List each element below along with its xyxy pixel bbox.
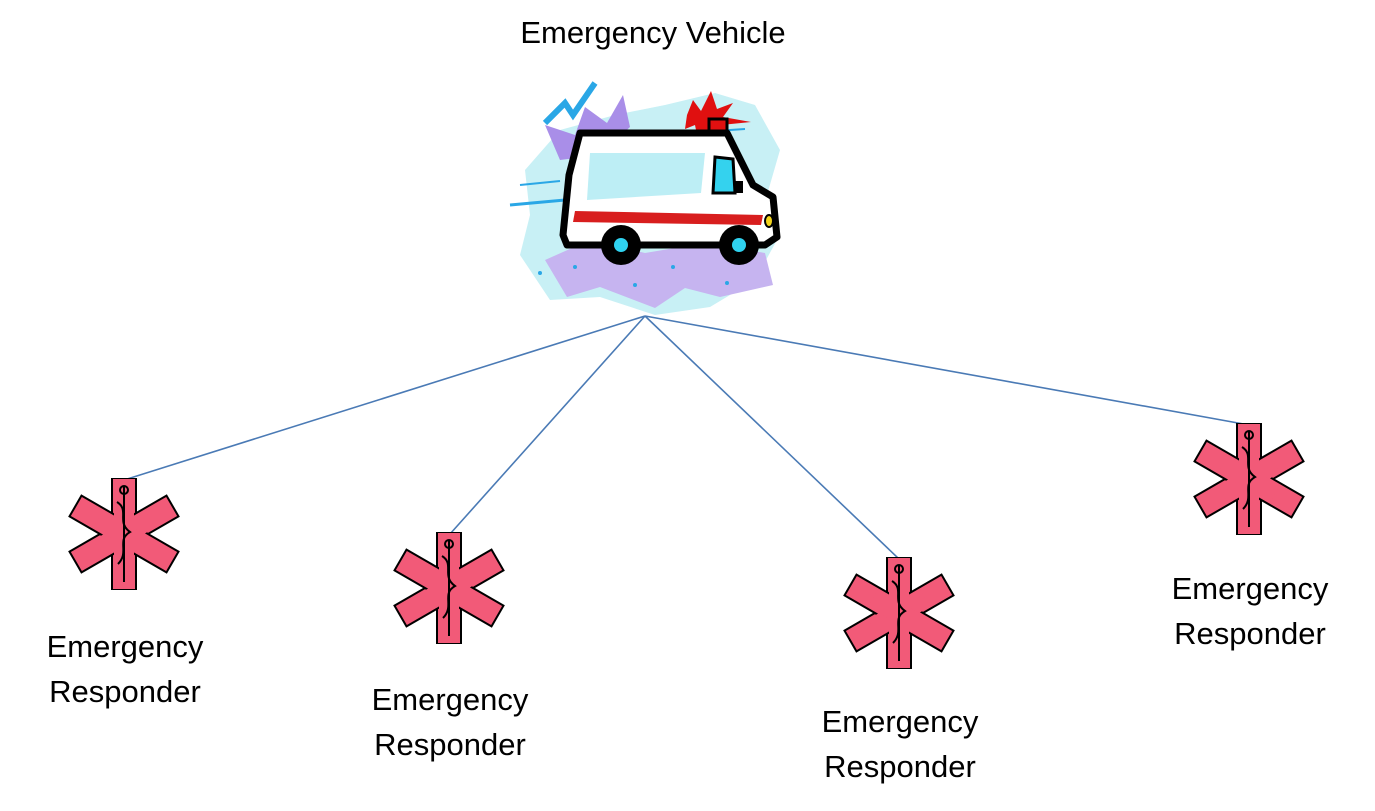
star-of-life-icon — [68, 478, 180, 590]
star-of-life-icon — [1193, 423, 1305, 535]
responder-label-line: Emergency — [46, 629, 204, 664]
ambulance-icon — [509, 81, 781, 315]
connector-line-1 — [123, 315, 646, 481]
responder-label-line: Emergency — [821, 704, 979, 739]
siren-flash-icon — [685, 91, 751, 135]
door-handle — [735, 181, 743, 193]
responder-label-3: Emergency Responder — [770, 699, 1030, 789]
ambulance-front-window — [711, 155, 737, 195]
clipart-dot — [725, 281, 729, 285]
clipart-dot — [573, 265, 577, 269]
responder-label-1: Emergency Responder — [0, 624, 255, 714]
ambulance-stripe — [573, 211, 763, 225]
responder-label-line: Responder — [824, 749, 976, 784]
responder-label-line: Emergency — [1171, 571, 1329, 606]
connector-line-2 — [449, 315, 646, 535]
responder-label-2: Emergency Responder — [320, 677, 580, 767]
responder-label-line: Responder — [49, 674, 201, 709]
star-of-life-icon — [843, 557, 955, 669]
rear-wheel-hub — [614, 238, 628, 252]
responder-label-line: Responder — [374, 727, 526, 762]
star-of-life-icon — [393, 532, 505, 644]
clipart-dot — [538, 271, 542, 275]
clipart-backdrop-lavender — [545, 240, 773, 308]
responder-label-4: Emergency Responder — [1120, 566, 1375, 656]
speed-line — [509, 198, 566, 207]
lightning-bolt-icon — [542, 81, 598, 126]
connector-line-3 — [644, 315, 900, 560]
ambulance-window — [587, 153, 705, 200]
clipart-dot — [633, 283, 637, 287]
clipart-dot — [671, 265, 675, 269]
speed-line — [519, 180, 561, 186]
vehicle-title: Emergency Vehicle — [520, 15, 786, 50]
responder-label-line: Emergency — [371, 682, 529, 717]
front-wheel-hub — [732, 238, 746, 252]
headlight — [764, 214, 774, 228]
connector-line-4 — [644, 315, 1250, 426]
responder-label-line: Responder — [1174, 616, 1326, 651]
